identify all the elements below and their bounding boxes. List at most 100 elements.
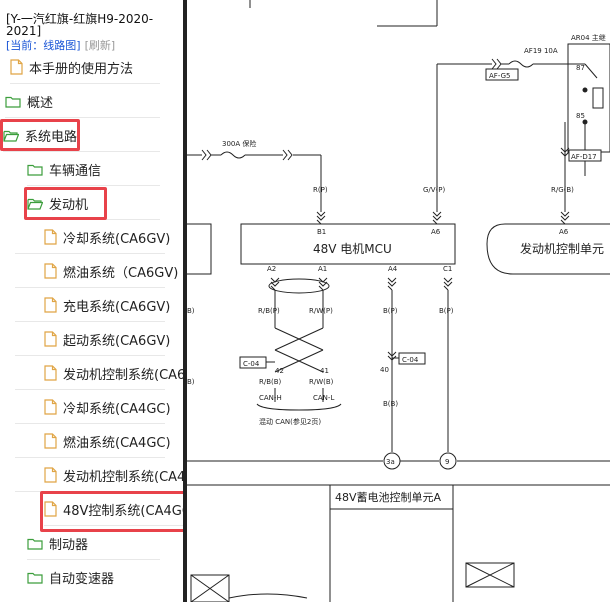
- current-page-link[interactable]: 线路图: [43, 39, 77, 52]
- tree-item-16[interactable]: 自动变速器: [27, 561, 114, 593]
- node-3a-label: 3a: [386, 458, 395, 466]
- folder-open-icon: [3, 129, 19, 142]
- relay-pin-85: 85: [576, 112, 585, 120]
- pin-a6-ecu: A6: [559, 228, 569, 236]
- tree-item-15[interactable]: 制动器: [27, 527, 88, 559]
- bottom-component-right: [465, 562, 515, 588]
- pin-40: 40: [380, 366, 389, 374]
- document-icon: [44, 263, 57, 279]
- document-icon: [44, 229, 57, 245]
- relay-coil: [592, 87, 604, 109]
- document-icon: [44, 433, 57, 449]
- folder-icon: [27, 571, 43, 584]
- tree-item-label: 燃油系统（CA6GV): [63, 265, 179, 281]
- relay-box: [567, 43, 610, 153]
- tree-separator: [10, 83, 160, 84]
- pin-a4: A4: [388, 265, 398, 273]
- tree-item-3[interactable]: 系统电路: [3, 119, 77, 151]
- relay-pin-87: 87: [576, 64, 585, 72]
- pin-c1: C1: [443, 265, 452, 273]
- conn-af-g5: [485, 68, 519, 81]
- current-prefix: [当前：: [6, 39, 44, 52]
- document-icon: [44, 297, 57, 313]
- tree-item-14[interactable]: 48V控制系统(CA4GC: [44, 493, 183, 525]
- ecu-label: 发动机控制单元: [520, 241, 604, 256]
- tree-separator: [15, 423, 165, 424]
- tree-separator: [15, 389, 165, 390]
- tree-separator: [44, 525, 183, 526]
- tree-item-5[interactable]: 发动机: [27, 187, 88, 219]
- pin-b1: B1: [317, 228, 326, 236]
- tree-separator: [15, 253, 165, 254]
- left-cut-label-1: B): [187, 307, 195, 315]
- pane-divider[interactable]: [183, 0, 187, 602]
- can-note: 混动 CAN(参见2页): [259, 417, 321, 426]
- document-icon: [10, 59, 23, 75]
- tree-item-label: 起动系统(CA6GV): [63, 333, 171, 349]
- tree-item-7[interactable]: 燃油系统（CA6GV): [44, 255, 178, 287]
- node-9: [439, 452, 457, 470]
- wire-rw-p: R/W(P): [309, 307, 333, 315]
- tree-item-6[interactable]: 冷却系统(CA6GV): [44, 221, 170, 253]
- highlight-48v-control: [40, 491, 183, 532]
- wiring-diagram-pane[interactable]: 48V 电机MCU 发动机控制单元 300A 保险 R(P) B1 AF19 1…: [187, 0, 610, 602]
- refresh-link[interactable]: [刷新]: [84, 39, 116, 52]
- tree-item-1[interactable]: 本手册的使用方法: [10, 51, 133, 83]
- conn-c04-a-label: C-04: [243, 360, 260, 368]
- tree-separator: [3, 151, 160, 152]
- wire-rg-b: R/G(B): [551, 186, 574, 194]
- tree-item-label: 冷却系统(CA6GV): [63, 231, 171, 247]
- tree-separator: [5, 117, 160, 118]
- wire-b-b: B(B): [383, 400, 398, 408]
- tree-item-label: 车辆通信: [49, 163, 102, 179]
- mcu-label: 48V 电机MCU: [313, 242, 392, 256]
- tree-item-13[interactable]: 发动机控制系统(CA4: [44, 459, 183, 491]
- tree-item-10[interactable]: 发动机控制系统(CA6: [44, 357, 183, 389]
- tree-item-4[interactable]: 车辆通信: [27, 153, 101, 185]
- document-icon: [44, 331, 57, 347]
- document-icon: [44, 467, 57, 483]
- wire-rw-b: R/W(B): [309, 378, 334, 386]
- tree-item-label: 燃油系统(CA4GC): [63, 435, 171, 451]
- mcu-box: [240, 223, 456, 265]
- tree-item-label: 冷却系统(CA4GC): [63, 401, 171, 417]
- wiring-diagram: 48V 电机MCU 发动机控制单元 300A 保险 R(P) B1 AF19 1…: [187, 0, 610, 602]
- tree-item-9[interactable]: 起动系统(CA6GV): [44, 323, 170, 355]
- tree-item-label: 48V控制系统(CA4GC: [63, 503, 183, 519]
- wire-r-p: R(P): [313, 186, 328, 194]
- highlight-engine: [24, 187, 107, 220]
- highlight-system-circuit: [0, 119, 80, 151]
- tree-item-12[interactable]: 燃油系统(CA4GC): [44, 425, 171, 457]
- tree-item-label: 发动机: [49, 197, 89, 213]
- tree-item-label: 系统电路: [25, 129, 78, 145]
- can-l-label: CAN-L: [313, 394, 334, 402]
- tree-separator: [15, 355, 165, 356]
- folder-icon: [27, 537, 43, 550]
- current-suffix: ]: [76, 39, 81, 52]
- fuse-af19-label: AF19 10A: [524, 47, 558, 55]
- wire-rb-p: R/B(P): [258, 307, 280, 315]
- tree-separator: [15, 287, 165, 288]
- fuse-300a-label: 300A 保险: [222, 139, 256, 148]
- current-location-bar: [当前：线路图][刷新]: [6, 37, 115, 53]
- tree-item-label: 制动器: [49, 537, 89, 553]
- pin-41: 41: [320, 367, 329, 375]
- folder-icon: [5, 95, 21, 108]
- tree-item-11[interactable]: 冷却系统(CA4GC): [44, 391, 171, 423]
- navigation-sidebar: [Y-一汽红旗-红旗H9-2020-2021] [当前：线路图][刷新] 本手册…: [0, 0, 183, 602]
- battery-label-box: [329, 484, 454, 510]
- document-icon: [44, 399, 57, 415]
- tree-item-label: 发动机控制系统(CA6: [63, 367, 183, 383]
- battery-label: 48V蓄电池控制单元A: [335, 490, 442, 504]
- document-icon: [44, 365, 57, 381]
- wire-rb-b: R/B(B): [259, 378, 282, 386]
- ecu-box: [486, 223, 610, 275]
- bottom-component-left: [190, 574, 230, 602]
- folder-icon: [27, 163, 43, 176]
- tree-item-label: 自动变速器: [49, 571, 115, 587]
- conn-af-d17: [568, 149, 602, 162]
- tree-item-2[interactable]: 概述: [5, 85, 53, 117]
- pin-a1: A1: [318, 265, 327, 273]
- tree-item-8[interactable]: 充电系统(CA6GV): [44, 289, 170, 321]
- relay-label: AR04 主继: [571, 33, 606, 42]
